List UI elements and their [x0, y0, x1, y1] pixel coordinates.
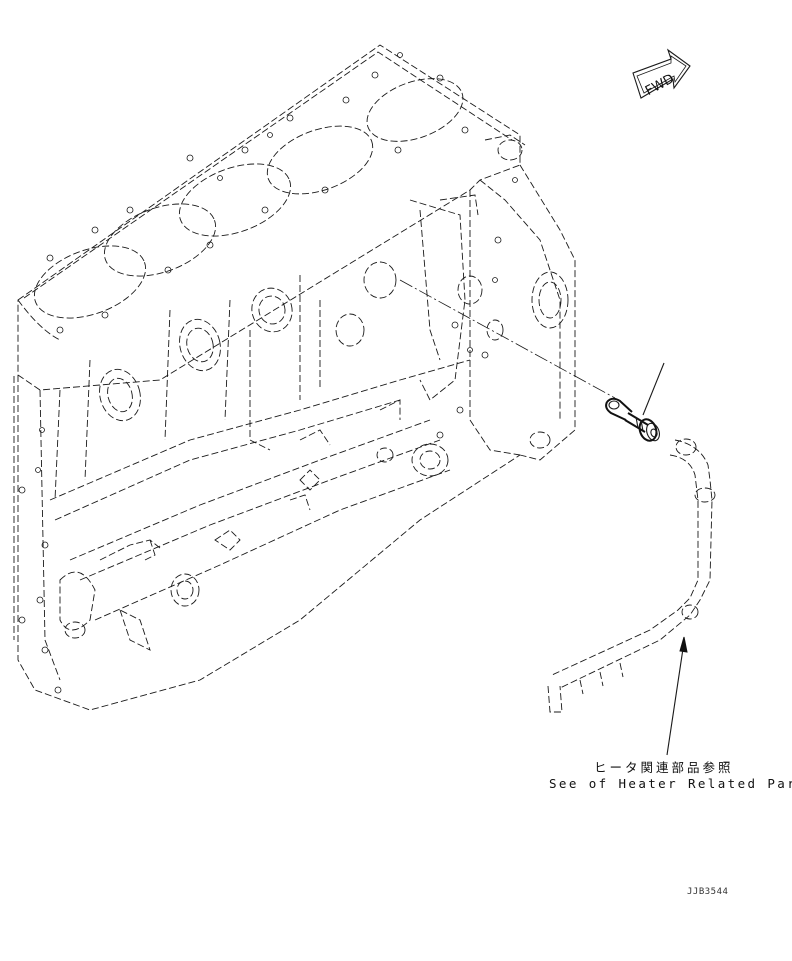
coolant-heater: [605, 362, 665, 442]
fwd-arrow-icon: FWD: [632, 48, 691, 99]
callout-arrow-icon: [666, 636, 688, 756]
center-line: [399, 279, 616, 399]
drawing-number: JJB3544: [687, 887, 729, 897]
callout-english-label: See of Heater Related Parts: [549, 776, 792, 791]
heater-hose: [547, 438, 716, 713]
callout-japanese-label: ヒータ関連部品参照: [594, 760, 734, 775]
fwd-label: FWD: [643, 72, 677, 99]
cylinder-block: [13, 44, 576, 711]
